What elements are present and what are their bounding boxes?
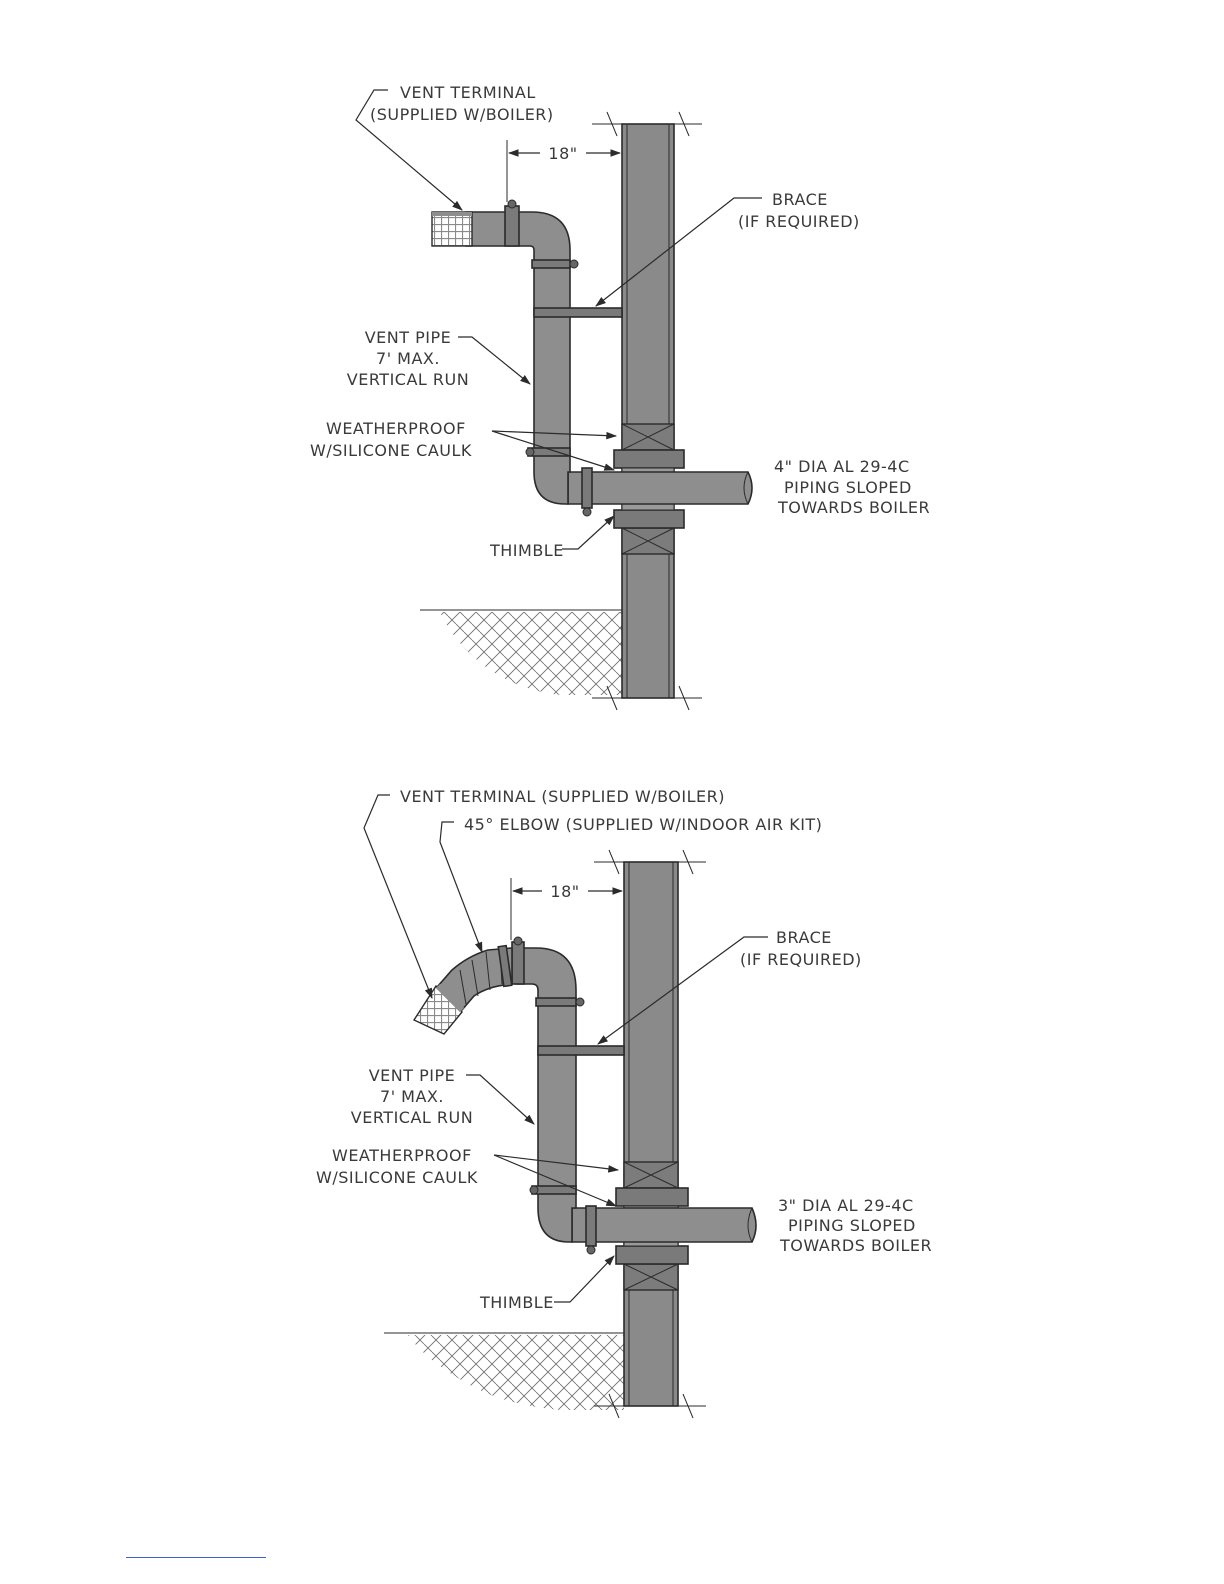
vent-terminal-label: VENT TERMINAL (SUPPLIED W/BOILER) bbox=[400, 787, 725, 806]
vent-terminal-label-line1: VENT TERMINAL bbox=[400, 83, 536, 102]
vent-terminal-screen bbox=[412, 983, 465, 1035]
vent-pipe-label-line3: VERTICAL RUN bbox=[347, 370, 469, 389]
weatherproof-label-line2: W/SILICONE CAULK bbox=[310, 441, 472, 460]
vent-pipe-label-line1: VENT PIPE bbox=[365, 328, 452, 347]
footnote-rule bbox=[126, 1557, 266, 1558]
vent-pipe bbox=[511, 936, 597, 1255]
dimension-18: 18" bbox=[506, 140, 622, 202]
piping-label-line1: 3" DIA AL 29-4C bbox=[778, 1196, 914, 1215]
elbow-label: 45° ELBOW (SUPPLIED W/INDOOR AIR KIT) bbox=[464, 815, 822, 834]
detail-1: 18" VENT TERMINAL (SUPPLIED W/BOILER) BR… bbox=[310, 83, 930, 711]
vent-pipe-label-line2: 7' MAX. bbox=[380, 1087, 444, 1106]
brace-label-line2: (IF REQUIRED) bbox=[738, 212, 860, 231]
weatherproof-label-line1: WEATHERPROOF bbox=[326, 419, 466, 438]
ground-hatch bbox=[420, 609, 622, 695]
piping-label-line3: TOWARDS BOILER bbox=[777, 498, 930, 517]
ground-hatch bbox=[384, 1332, 624, 1410]
brace-label-line2: (IF REQUIRED) bbox=[740, 950, 862, 969]
piping-label-line2: PIPING SLOPED bbox=[788, 1216, 916, 1235]
horizontal-pipe bbox=[571, 1207, 757, 1243]
detail-2: 18" VENT TERMINAL (SUPPLIED W/BOILER) 45… bbox=[316, 787, 932, 1419]
weatherproof-label-line2: W/SILICONE CAULK bbox=[316, 1168, 478, 1187]
vent-terminal-label-line2: (SUPPLIED W/BOILER) bbox=[370, 105, 554, 124]
piping-label-line2: PIPING SLOPED bbox=[784, 478, 912, 497]
vent-pipe-label-line2: 7' MAX. bbox=[376, 349, 440, 368]
wall bbox=[592, 111, 702, 711]
piping-label-line1: 4" DIA AL 29-4C bbox=[774, 457, 910, 476]
brace-label-line1: BRACE bbox=[776, 928, 832, 947]
vent-pipe bbox=[465, 199, 593, 517]
thimble-label: THIMBLE bbox=[489, 541, 564, 560]
dimension-18: 18" bbox=[510, 878, 624, 940]
dimension-label: 18" bbox=[548, 144, 577, 163]
vent-pipe-label-line3: VERTICAL RUN bbox=[351, 1108, 473, 1127]
horizontal-pipe bbox=[567, 471, 753, 505]
thimble-label: THIMBLE bbox=[479, 1293, 554, 1312]
vent-terminal-screen bbox=[431, 211, 473, 247]
brace bbox=[533, 307, 623, 318]
vent-pipe-label-line1: VENT PIPE bbox=[369, 1066, 456, 1085]
weatherproof-label-line1: WEATHERPROOF bbox=[332, 1146, 472, 1165]
brace bbox=[537, 1045, 625, 1056]
dimension-label: 18" bbox=[550, 882, 579, 901]
brace-label-line1: BRACE bbox=[772, 190, 828, 209]
piping-label-line3: TOWARDS BOILER bbox=[779, 1236, 932, 1255]
